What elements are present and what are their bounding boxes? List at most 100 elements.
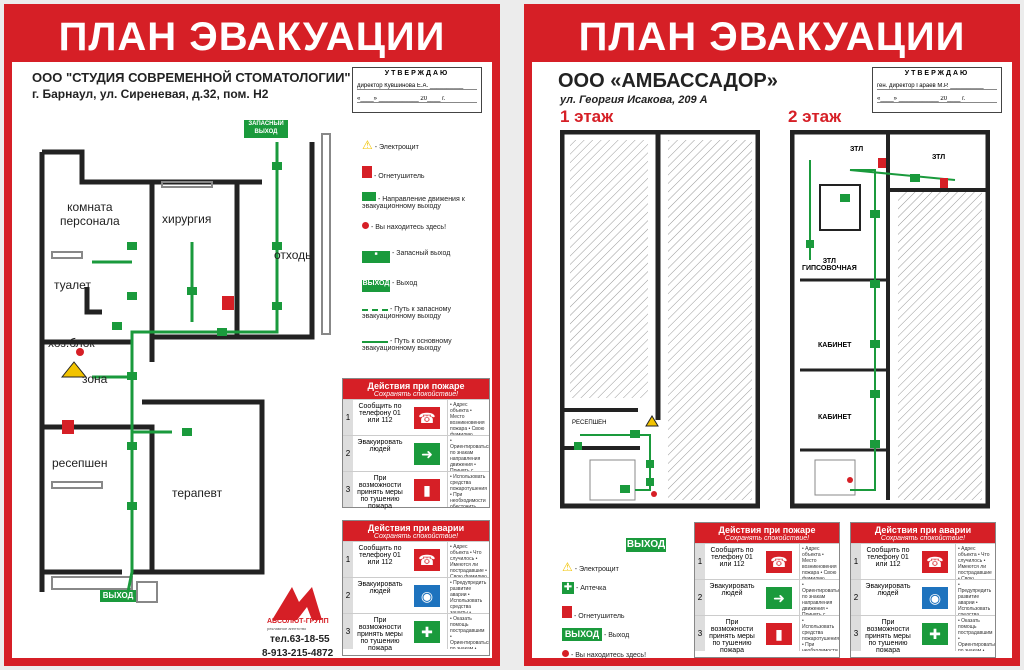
exit-run-icon: ➜ — [766, 586, 792, 609]
exit-icon: ВЫХОД — [562, 628, 602, 641]
protective-mask-icon: ◉ — [922, 586, 948, 609]
fire-extinguisher-icon: ▮ — [766, 622, 792, 645]
room-cabinet-2: КАБИНЕТ — [818, 414, 852, 421]
you-are-here-marker — [76, 348, 84, 356]
legend-aid: ✚ - Аптечка — [562, 582, 607, 594]
extinguisher-icon — [562, 606, 572, 618]
phone-1: тел.63-18-55 — [270, 634, 330, 645]
extinguisher-icon — [362, 166, 372, 178]
room-staff: комната персонала — [60, 200, 120, 228]
direction-arrows — [806, 174, 920, 448]
approval-date: «____» ____________ 20____ г. — [877, 96, 997, 103]
legend-emergency-exit: ■ - Запасный выход — [362, 250, 450, 263]
org-address: г. Барнаул, ул. Сиреневая, д.32, пом. Н2 — [32, 87, 269, 101]
direction-arrows — [112, 162, 282, 510]
approval-stamp: УТВЕРЖДАЮ директор Кувшинова Е.А. ______… — [352, 67, 482, 113]
poster-title: ПЛАН ЭВАКУАЦИИ — [12, 12, 492, 62]
org-address: ул. Георгия Исакова, 209 А — [560, 94, 708, 106]
direction-arrow-icon — [362, 192, 376, 201]
legend-extinguisher: - Огнетушитель — [562, 606, 625, 620]
legend-panel: ⚠ - Электрощит — [362, 138, 419, 152]
emergency-exit-icon: ■ — [362, 251, 390, 263]
evacuation-plan-right: ПЛАН ЭВАКУАЦИИ ООО «АМБАССАДОР» ул. Геор… — [524, 4, 1020, 666]
legend-exit: ВЫХОД - Выход — [562, 628, 629, 641]
room-toilet: туалет — [54, 278, 91, 292]
phone-2: 8-913-215-4872 — [262, 648, 334, 659]
approval-heading: УТВЕРЖДАЮ — [384, 70, 450, 77]
legend-direction: - Направление движения к эвакуационному … — [362, 192, 492, 210]
approval-heading: УТВЕРЖДАЮ — [904, 70, 970, 77]
company-logo — [272, 587, 322, 620]
room-reception: РЕСЕПШЕН — [572, 420, 607, 426]
floor-plan-2 — [790, 130, 990, 509]
electrical-panel-icon: ⚠ — [562, 560, 573, 574]
legend-here: - Вы находитесь здесь! — [562, 650, 646, 659]
room-gypsum: ЗТЛ ГИПСОВОЧНАЯ — [802, 258, 857, 272]
you-are-here-marker — [847, 477, 853, 483]
solid-path-icon — [362, 341, 388, 343]
room-therapist: терапевт — [172, 486, 223, 500]
room-storage: хоз.блок — [48, 336, 95, 350]
evacuation-plan-left: ПЛАН ЭВАКУАЦИИ ООО "СТУДИЯ СОВРЕМЕННОЙ С… — [4, 4, 500, 666]
room-zone: зона — [82, 372, 108, 386]
approval-date: «____» ____________ 20____ г. — [357, 96, 477, 103]
protective-mask-icon: ◉ — [414, 584, 440, 607]
phone-icon: ☎ — [414, 548, 440, 571]
legend-here: - Вы находитесь здесь! — [362, 222, 446, 231]
floor-plan-1 — [560, 130, 760, 509]
direction-arrows — [574, 430, 654, 493]
approval-signatory: ген. директор Гараев М.Р. __________ — [877, 83, 997, 90]
exit-sign: ВЫХОД — [100, 590, 136, 602]
fire-extinguisher-icon: ▮ — [414, 478, 440, 501]
emergency-exit-sign: ЗАПАСНЫЙ ВЫХОД — [244, 120, 288, 138]
legend-exit: ВЫХОД - Выход — [362, 280, 417, 292]
room-cabinet-1: КАБИНЕТ — [818, 342, 852, 349]
dashed-path-icon — [362, 309, 388, 311]
legend-extinguisher: - Огнетушитель — [362, 166, 425, 180]
floor-1-label: 1 этаж — [560, 107, 614, 126]
room-surgery: хирургия — [162, 212, 212, 226]
org-name: ООО "СТУДИЯ СОВРЕМЕННОЙ СТОМАТОЛОГИИ" — [32, 70, 351, 85]
room-ztl-1: ЗТЛ — [850, 146, 864, 153]
phone-icon: ☎ — [766, 550, 792, 573]
company-name: АБСОЛЮТ-ГРУПП — [267, 618, 329, 625]
floor-plan-left — [39, 133, 331, 603]
you-are-here-icon — [562, 650, 569, 657]
legend-path-emergency: - Путь к запасному эвакуационному выходу — [362, 306, 452, 320]
first-aid-icon: ✚ — [414, 620, 440, 643]
room-ztl-2: ЗТЛ — [932, 154, 946, 161]
approval-stamp: УТВЕРЖДАЮ ген. директор Гараев М.Р. ____… — [872, 67, 1002, 113]
you-are-here-marker — [651, 491, 657, 497]
you-are-here-icon — [362, 222, 369, 229]
first-aid-kit-icon: ✚ — [562, 582, 574, 594]
poster-title: ПЛАН ЭВАКУАЦИИ — [532, 12, 1012, 62]
legend-panel: ⚠ - Электрощит — [562, 560, 619, 574]
company-subtitle: рекламное агентство — [267, 626, 307, 631]
approval-signatory: директор Кувшинова Е.А. __________ — [357, 83, 477, 90]
room-reception: ресепшен — [52, 456, 108, 470]
legend-path-main: - Путь к основному эвакуационному выходу — [362, 338, 452, 352]
exit-icon: ВЫХОД — [362, 280, 390, 292]
floor-2-label: 2 этаж — [788, 107, 842, 126]
electrical-panel-icon: ⚠ — [362, 138, 373, 152]
room-waste: отходы — [274, 248, 314, 262]
